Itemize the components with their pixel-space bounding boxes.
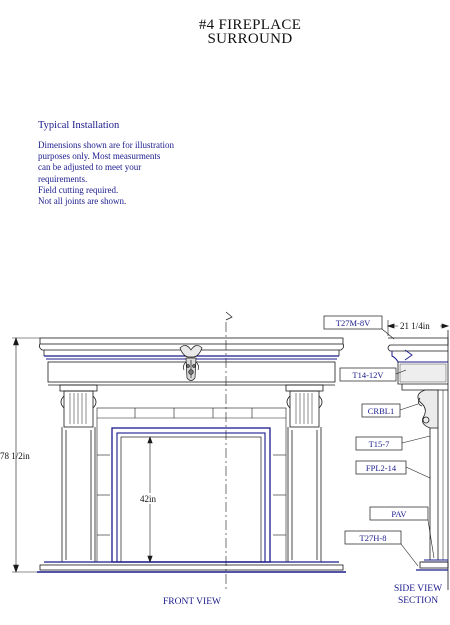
- svg-text:T14-12V: T14-12V: [352, 370, 384, 380]
- side-view-drawing: [386, 320, 450, 590]
- centerline-flag-icon: [225, 311, 233, 321]
- side-view-callouts: T27M-8V T14-12V CRBL1 T15-7 FPL2-14 PAV: [323, 315, 435, 567]
- installation-note: Dimensions shown are for illustration: [38, 140, 174, 150]
- callout-t15-7: T15-7: [355, 435, 431, 451]
- svg-text:CRBL1: CRBL1: [368, 406, 394, 416]
- opening-dimension-label: 42in: [140, 494, 157, 504]
- svg-text:T15-7: T15-7: [369, 439, 390, 449]
- left-leg: [61, 427, 96, 562]
- drawing-title: #4 FIREPLACE SURROUND: [150, 17, 350, 47]
- svg-text:PAV: PAV: [391, 509, 407, 519]
- svg-text:T27H-8: T27H-8: [360, 533, 387, 543]
- callout-pav: PAV: [369, 506, 435, 559]
- installation-note: Not all joints are shown.: [38, 196, 127, 207]
- title-line-2: SURROUND: [207, 31, 293, 47]
- firebox-opening: [111, 427, 271, 563]
- callout-fpl2-14: FPL2-14: [355, 460, 431, 479]
- right-corbel: [285, 384, 324, 428]
- installation-note: requirements.: [38, 173, 88, 184]
- installation-heading: Typical Installation: [38, 120, 120, 131]
- mantel-shelf: [39, 337, 344, 345]
- left-corbel: [59, 384, 98, 428]
- callout-t27h-8: T27H-8: [344, 530, 419, 567]
- installation-notes: Dimensions shown are for illustration pu…: [38, 140, 238, 207]
- svg-text:FPL2-14: FPL2-14: [366, 463, 397, 473]
- hearth-base: [37, 561, 346, 573]
- right-leg: [287, 427, 322, 562]
- depth-dimension-label: 21 1/4in: [400, 321, 430, 331]
- callout-crbl1: CRBL1: [361, 403, 419, 418]
- callout-t14-12v: T14-12V: [339, 367, 407, 382]
- corbel-scroll-profile: [417, 389, 439, 429]
- side-view-label-line-1: SIDE VIEW: [394, 584, 442, 594]
- front-view-drawing: [12, 311, 346, 590]
- installation-note: purposes only. Most measurments: [38, 151, 161, 162]
- svg-text:T27M-8V: T27M-8V: [336, 318, 371, 328]
- height-dimension: [12, 337, 40, 573]
- installation-note: Field cutting required.: [38, 184, 119, 195]
- tile-surround: [96, 407, 287, 563]
- installation-note: can be adjusted to meet your: [38, 162, 142, 173]
- front-view-label: FRONT VIEW: [163, 597, 221, 607]
- acanthus-ornament: [179, 345, 203, 381]
- title-line-1: #4 FIREPLACE: [198, 17, 302, 33]
- height-dimension-label: 78 1/2in: [0, 451, 30, 461]
- callout-t27m-8v: T27M-8V: [323, 315, 395, 340]
- side-view-label-line-2: SECTION: [398, 596, 438, 606]
